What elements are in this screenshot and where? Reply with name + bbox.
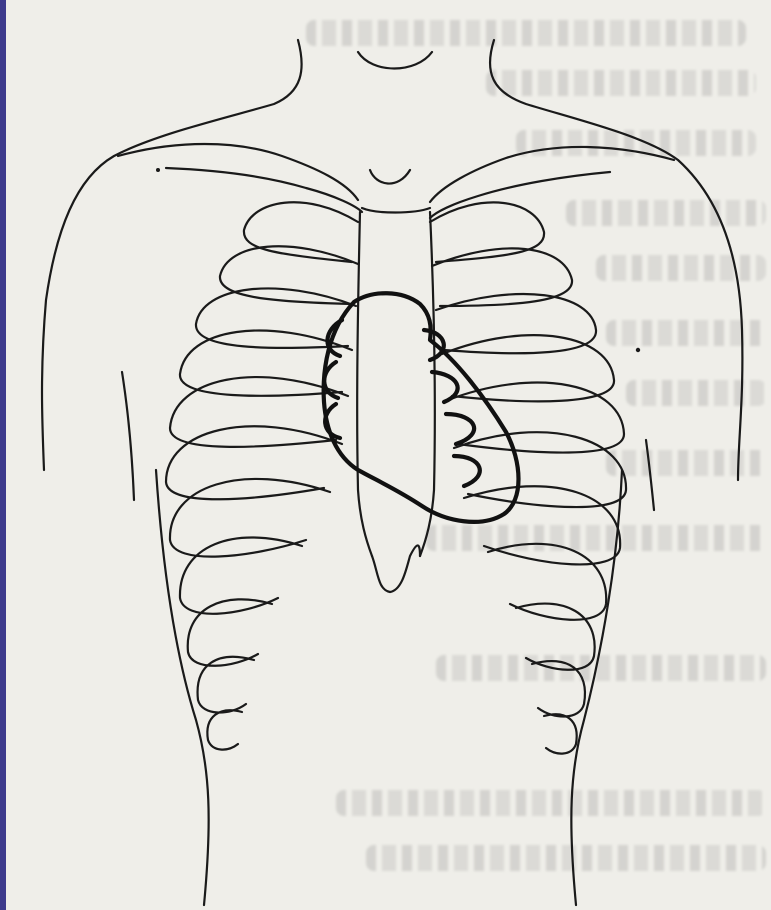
chin-notch xyxy=(358,52,432,69)
scan-speck xyxy=(636,348,640,352)
neck-left xyxy=(42,40,302,470)
scan-speck xyxy=(156,168,160,172)
clavicle-right xyxy=(430,147,674,202)
scanned-page xyxy=(6,0,771,910)
heart-inner-right xyxy=(424,330,480,486)
sternum-top xyxy=(362,208,430,213)
heart-outline xyxy=(324,293,519,522)
clavicle-left-lower xyxy=(166,168,362,212)
flank-left xyxy=(156,470,209,905)
torso-ribcage-illustration xyxy=(6,0,771,910)
sternum xyxy=(357,212,435,592)
xiphoid-process xyxy=(372,545,420,592)
suprasternal-notch xyxy=(370,170,410,184)
arm-left-inner xyxy=(122,372,134,500)
sternum-left-edge xyxy=(357,212,372,556)
arm-right-inner xyxy=(646,440,654,510)
neck-right xyxy=(490,40,742,480)
flank-right xyxy=(571,470,622,905)
body-outline xyxy=(42,40,742,905)
ribs-left xyxy=(166,202,358,749)
heart-border xyxy=(324,293,519,522)
